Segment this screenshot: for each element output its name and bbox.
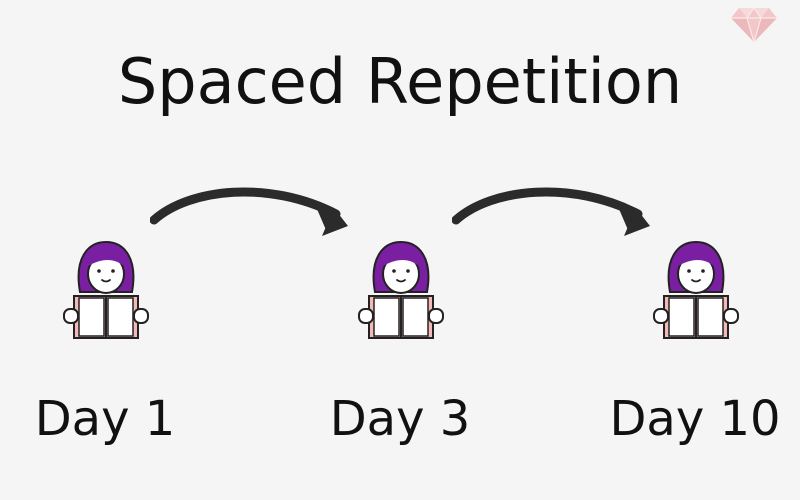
step-2-day-label: Day 3 xyxy=(329,391,471,447)
step-1-day-label: Day 1 xyxy=(34,391,176,447)
step-3-reading-person-icon xyxy=(652,236,740,342)
page-title: Spaced Repetition xyxy=(117,45,683,118)
curved-arrow-icon xyxy=(452,187,650,236)
curved-arrow-icon xyxy=(150,187,348,236)
step-3-day-label: Day 10 xyxy=(609,391,781,447)
gem-icon xyxy=(731,6,777,44)
step-1-reading-person-icon xyxy=(62,236,150,342)
step-2-reading-person-icon xyxy=(357,236,445,342)
